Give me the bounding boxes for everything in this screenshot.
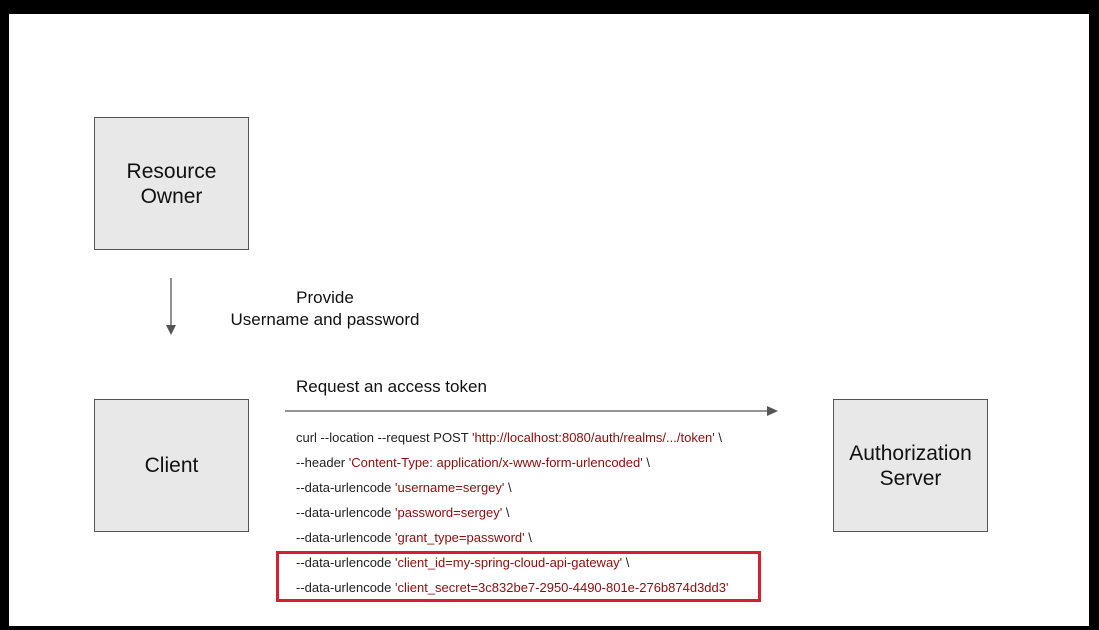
curl-line-string: 'client_id=my-spring-cloud-api-gateway': [395, 555, 623, 570]
curl-line-cmd: --data-urlencode: [296, 505, 395, 520]
curl-line-continuation: \: [502, 505, 510, 520]
curl-line: --header 'Content-Type: application/x-ww…: [296, 455, 728, 480]
client-credentials-highlight: [276, 551, 761, 602]
curl-command: curl --location --request POST 'http://l…: [296, 430, 728, 605]
curl-line: --data-urlencode 'grant_type=password' \: [296, 530, 728, 555]
curl-line-cmd: --data-urlencode: [296, 555, 395, 570]
curl-line-cmd: --data-urlencode: [296, 580, 395, 595]
curl-line-string: 'password=sergey': [395, 505, 503, 520]
curl-line-continuation: \: [642, 455, 650, 470]
curl-line-cmd: --header: [296, 455, 349, 470]
curl-line-continuation: \: [714, 430, 722, 445]
provide-arrow: [166, 278, 176, 335]
curl-line-string: 'username=sergey': [395, 480, 505, 495]
curl-line-continuation: \: [622, 555, 630, 570]
curl-line-string: 'http://localhost:8080/auth/realms/.../t…: [472, 430, 715, 445]
resource-owner-label: Resource Owner: [126, 159, 217, 208]
curl-line-string: 'Content-Type: application/x-www-form-ur…: [348, 455, 643, 470]
resource-owner-node: Resource Owner: [94, 117, 249, 250]
request-token-label: Request an access token: [296, 377, 487, 396]
curl-line: curl --location --request POST 'http://l…: [296, 430, 728, 455]
provide-credentials-label: Provide Username and password: [230, 288, 420, 329]
curl-line: --data-urlencode 'client_id=my-spring-cl…: [296, 555, 728, 580]
curl-line: --data-urlencode 'password=sergey' \: [296, 505, 728, 530]
client-node: Client: [94, 399, 249, 532]
curl-line-continuation: \: [504, 480, 512, 495]
curl-line: --data-urlencode 'username=sergey' \: [296, 480, 728, 505]
curl-line-string: 'grant_type=password': [395, 530, 525, 545]
curl-line-continuation: \: [524, 530, 532, 545]
request-arrow: [285, 406, 778, 416]
curl-line-cmd: --data-urlencode: [296, 530, 395, 545]
authorization-server-node: Authorization Server: [833, 399, 988, 532]
client-label: Client: [144, 454, 199, 477]
curl-line-string: 'client_secret=3c832be7-2950-4490-801e-2…: [395, 580, 729, 595]
curl-line-cmd: curl --location --request POST: [296, 430, 473, 445]
authorization-server-label: Authorization Server: [849, 441, 972, 490]
curl-line-cmd: --data-urlencode: [296, 480, 395, 495]
curl-line: --data-urlencode 'client_secret=3c832be7…: [296, 580, 728, 605]
